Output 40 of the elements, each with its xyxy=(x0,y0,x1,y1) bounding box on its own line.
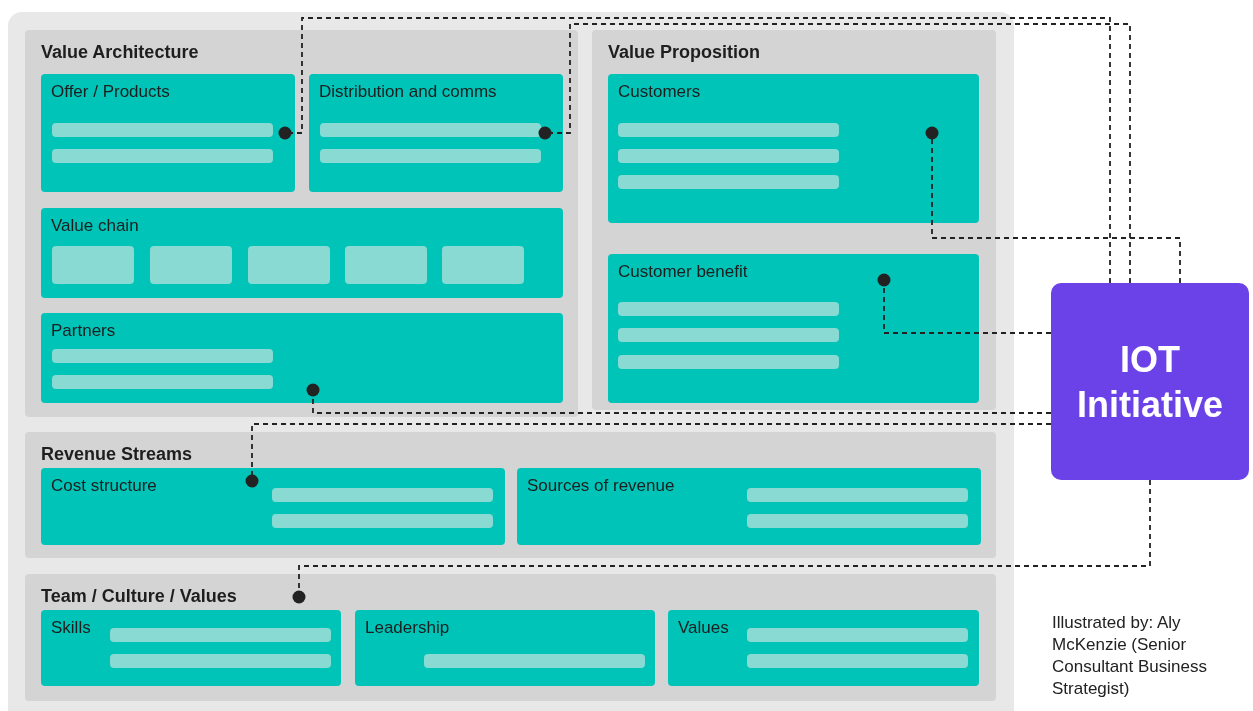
credit-note: Illustrated by: Aly McKenzie (Senior Consultant Business Strategist) xyxy=(1052,612,1208,701)
card-title: Cost structure xyxy=(51,476,157,496)
content-card xyxy=(608,74,979,223)
card-title: Distribution and comms xyxy=(319,82,497,102)
section-panel xyxy=(25,30,578,417)
card-title: Sources of revenue xyxy=(527,476,675,496)
card-title: Customer benefit xyxy=(618,262,748,282)
card-title: Customers xyxy=(618,82,701,102)
card-title: Values xyxy=(678,618,729,638)
dashed-connector xyxy=(245,423,1052,488)
dashed-connector xyxy=(538,23,1131,284)
dashed-connector xyxy=(292,479,1151,604)
card-title: Offer / Products xyxy=(51,82,170,102)
content-card xyxy=(41,610,341,686)
card-title: Leadership xyxy=(365,618,450,638)
section-title: Revenue Streams xyxy=(41,444,193,465)
card-title: Value chain xyxy=(51,216,139,236)
section-title: Value Architecture xyxy=(41,42,199,63)
dashed-connector xyxy=(278,17,1111,284)
card-title: Skills xyxy=(51,618,91,638)
content-card xyxy=(41,313,563,403)
dashed-connector xyxy=(877,273,1052,334)
initiative-title: IOT Initiative xyxy=(1075,337,1224,427)
dashed-connector xyxy=(306,383,1052,414)
content-card xyxy=(608,254,979,403)
section-panel xyxy=(25,574,996,701)
initiative-box xyxy=(1051,283,1249,480)
content-card xyxy=(668,610,979,686)
section-panel xyxy=(592,30,996,410)
content-card xyxy=(309,74,563,192)
content-card xyxy=(355,610,655,686)
section-title: Value Proposition xyxy=(608,42,761,63)
section-title: Team / Culture / Values xyxy=(41,586,237,607)
content-card xyxy=(517,468,981,545)
dashed-connector xyxy=(925,126,1181,284)
content-card xyxy=(41,468,505,545)
card-title: Partners xyxy=(51,321,116,341)
section-panel xyxy=(25,432,996,558)
content-card xyxy=(41,208,563,298)
content-card xyxy=(41,74,295,192)
